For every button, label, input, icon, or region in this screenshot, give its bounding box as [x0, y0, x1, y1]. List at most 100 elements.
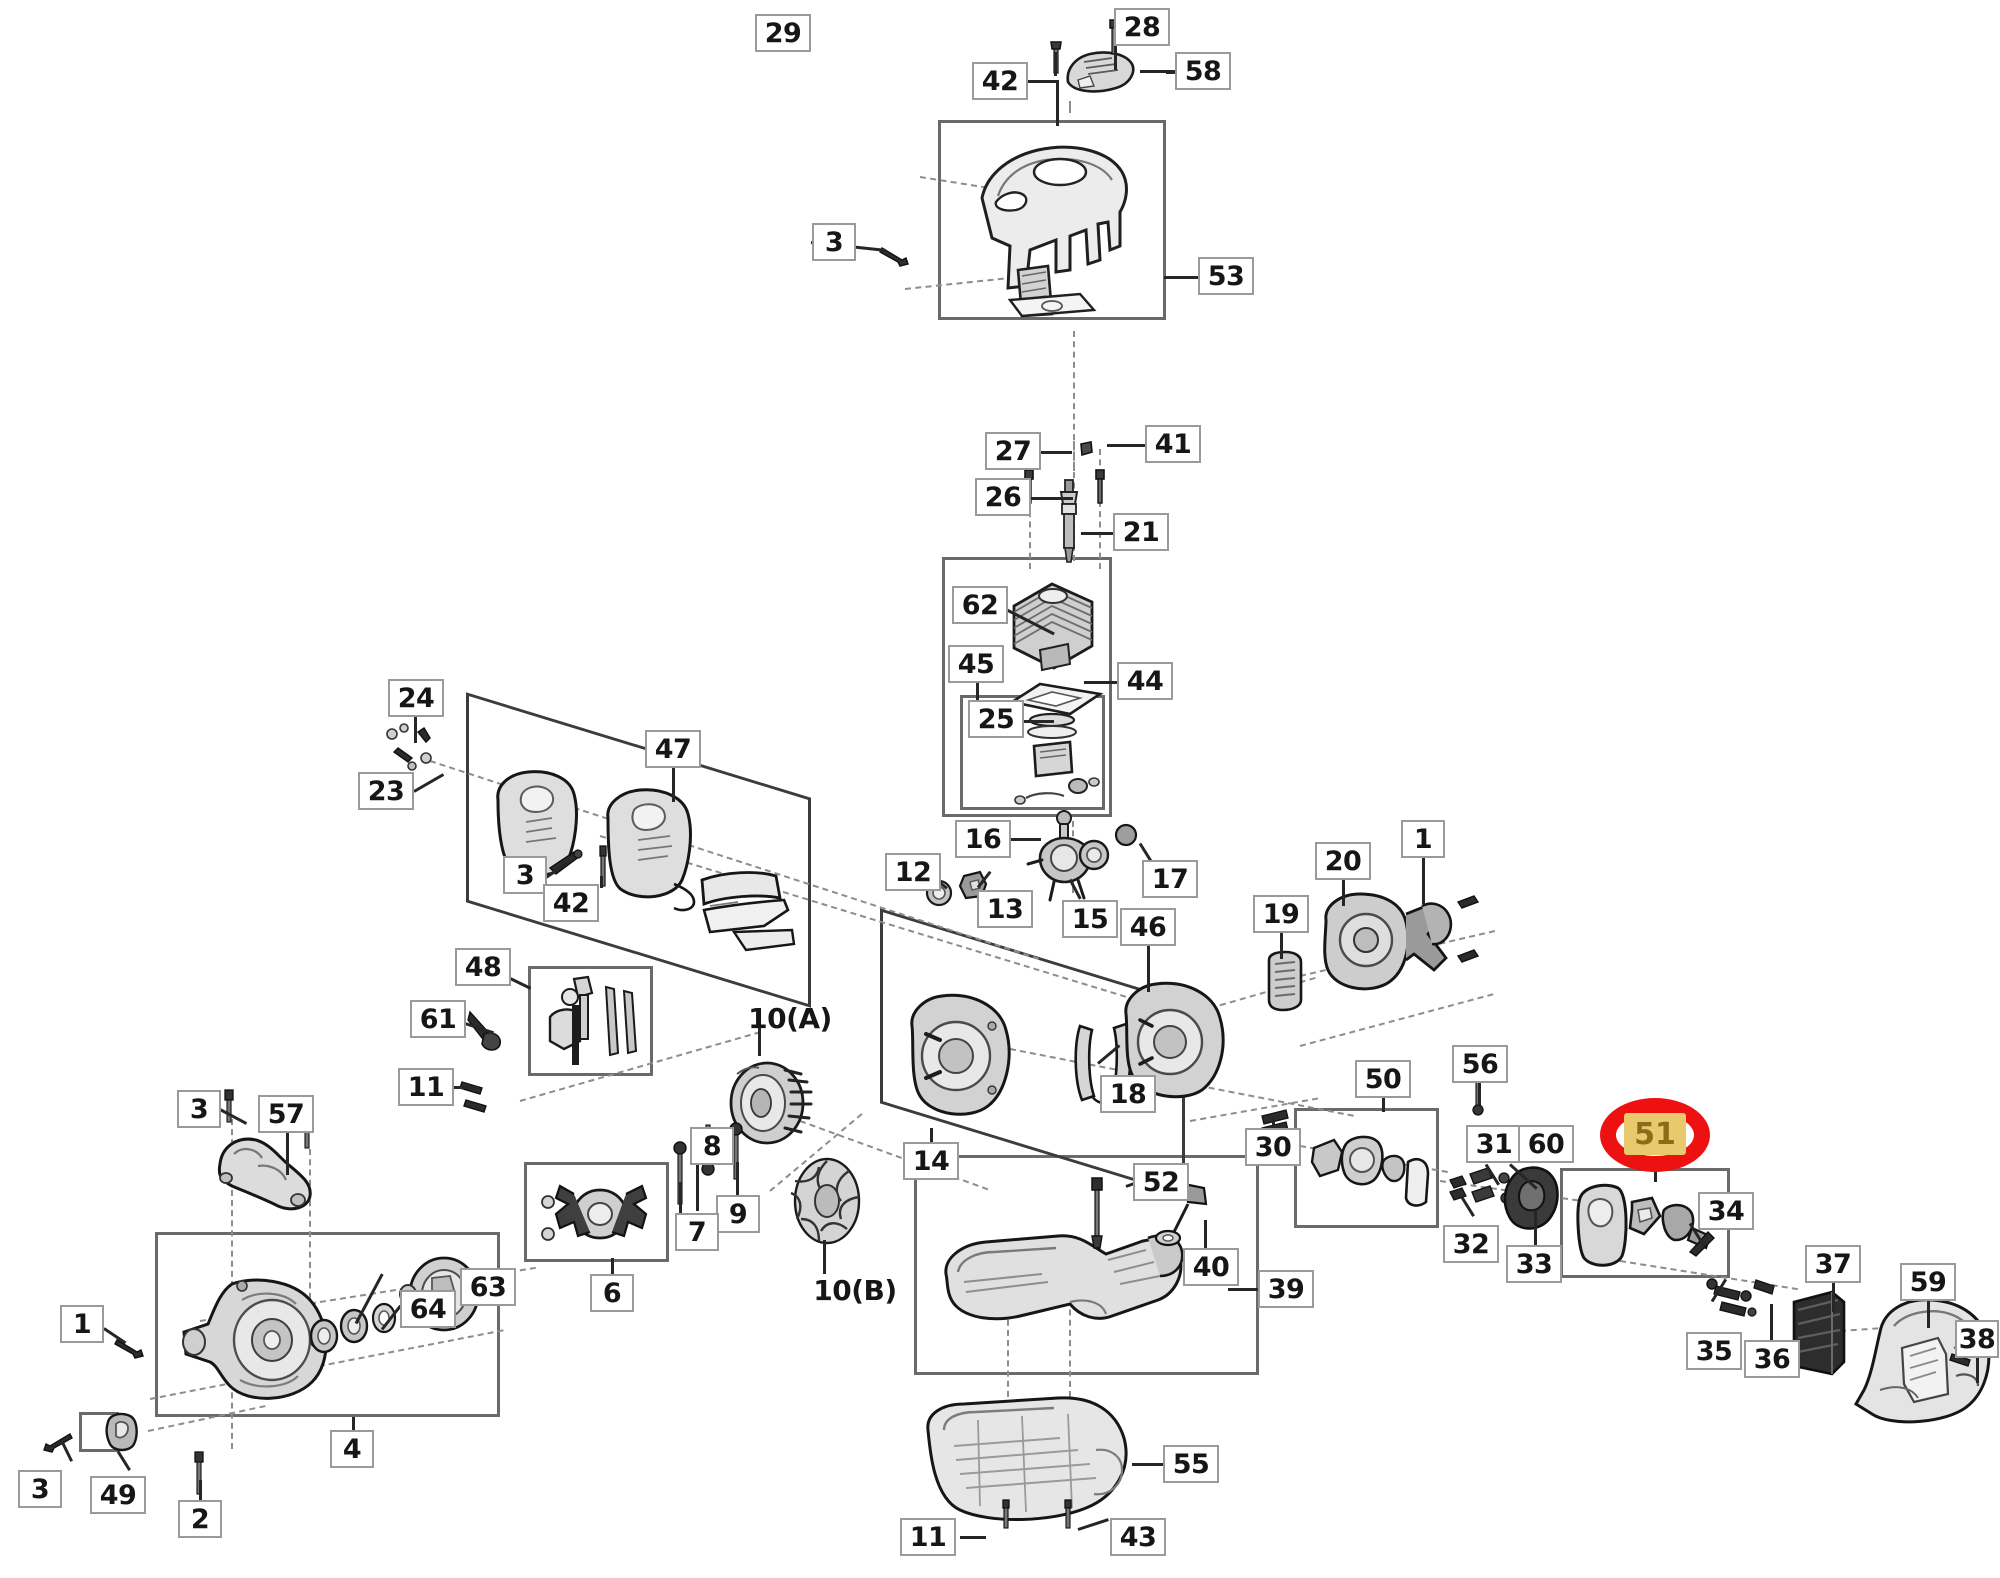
leader-line [736, 1162, 739, 1196]
leader-line [1107, 444, 1147, 447]
callout-2[interactable]: 2 [178, 1500, 222, 1538]
callout-4[interactable]: 4 [330, 1430, 374, 1468]
callout-34[interactable]: 34 [1698, 1192, 1754, 1230]
callout-31[interactable]: 31 [1466, 1125, 1522, 1163]
callout-64[interactable]: 64 [400, 1290, 456, 1328]
callout-3[interactable]: 3 [177, 1090, 221, 1128]
callout-62[interactable]: 62 [952, 586, 1008, 624]
callout-20[interactable]: 20 [1315, 842, 1371, 880]
callout-43[interactable]: 43 [1110, 1518, 1166, 1556]
callout-8[interactable]: 8 [690, 1127, 734, 1165]
callout-24[interactable]: 24 [388, 679, 444, 717]
part-25-piston-assembly [1000, 712, 1110, 808]
callout-15[interactable]: 15 [1062, 900, 1118, 938]
callout-19[interactable]: 19 [1253, 895, 1309, 933]
callout-58[interactable]: 58 [1175, 52, 1231, 90]
callout-47[interactable]: 47 [645, 730, 701, 768]
callout-7[interactable]: 7 [675, 1213, 719, 1251]
leader-line [1832, 1282, 1835, 1312]
callout-9[interactable]: 9 [716, 1195, 760, 1233]
part-10a-flywheel [723, 1060, 813, 1146]
leader-line [1140, 70, 1176, 73]
leader-line [1166, 71, 1178, 74]
part-35-36-screws [1700, 1270, 1790, 1330]
callout-10b[interactable]: 10(B) [813, 1274, 897, 1307]
callout-63[interactable]: 63 [460, 1268, 516, 1306]
callout-57[interactable]: 57 [258, 1095, 314, 1133]
callout-49[interactable]: 49 [90, 1476, 146, 1514]
leader-line [1927, 1300, 1930, 1328]
callout-21[interactable]: 21 [1113, 513, 1169, 551]
callout-55[interactable]: 55 [1163, 1445, 1219, 1483]
callout-26[interactable]: 26 [975, 478, 1031, 516]
leader-line [1147, 946, 1150, 992]
callout-13[interactable]: 13 [977, 890, 1033, 928]
part-50-carburetor-assembly [1308, 1130, 1433, 1216]
part-52-bolt [1088, 1177, 1106, 1250]
callout-36[interactable]: 36 [1744, 1340, 1800, 1378]
part-1-screw-bottom-left [114, 1336, 149, 1362]
callout-28[interactable]: 28 [1114, 8, 1170, 46]
callout-60[interactable]: 60 [1518, 1125, 1574, 1163]
callout-10a[interactable]: 10(A) [748, 1002, 832, 1035]
callout-42[interactable]: 42 [543, 884, 599, 922]
part-6-clutch-assembly [534, 1172, 662, 1256]
callout-33[interactable]: 33 [1506, 1245, 1562, 1283]
callout-14[interactable]: 14 [903, 1142, 959, 1180]
part-1-screw-right-a [1456, 894, 1484, 912]
leader-line [960, 1536, 986, 1539]
callout-61[interactable]: 61 [410, 1000, 466, 1038]
callout-32[interactable]: 32 [1443, 1225, 1499, 1263]
callout-18[interactable]: 18 [1100, 1075, 1156, 1113]
callout-46[interactable]: 46 [1120, 908, 1176, 946]
callout-52[interactable]: 52 [1133, 1163, 1189, 1201]
part-46-crankcase-right [1112, 980, 1230, 1099]
leader-line [672, 768, 675, 802]
callout-12[interactable]: 12 [885, 853, 941, 891]
callout-35[interactable]: 35 [1686, 1332, 1742, 1370]
part-53-engine-cover [960, 138, 1150, 318]
leader-line [1422, 858, 1425, 904]
part-41-nut [1078, 440, 1094, 458]
callout-44[interactable]: 44 [1117, 662, 1173, 700]
callout-40[interactable]: 40 [1183, 1248, 1239, 1286]
callout-11[interactable]: 11 [900, 1518, 956, 1556]
callout-45[interactable]: 45 [948, 645, 1004, 683]
callout-23[interactable]: 23 [358, 772, 414, 810]
part-33-intake-elbow [1498, 1160, 1568, 1240]
callout-11[interactable]: 11 [398, 1068, 454, 1106]
leader-line [453, 1086, 479, 1089]
callout-50[interactable]: 50 [1355, 1060, 1411, 1098]
callout-3[interactable]: 3 [812, 223, 856, 261]
callout-48[interactable]: 48 [455, 948, 511, 986]
part-19-ignition-coil [1261, 950, 1307, 1012]
callout-53[interactable]: 53 [1198, 257, 1254, 295]
highlighted-part-number-51[interactable]: 51 [1624, 1113, 1686, 1155]
group-box-gb53 [938, 120, 1166, 320]
part-21-bolt [1093, 469, 1107, 504]
part-14-crankcase-left [896, 990, 1016, 1120]
part-10b-fan [785, 1155, 869, 1249]
callout-29[interactable]: 29 [755, 14, 811, 52]
callout-16[interactable]: 16 [955, 820, 1011, 858]
callout-3[interactable]: 3 [503, 856, 547, 894]
callout-37[interactable]: 37 [1805, 1245, 1861, 1283]
callout-42[interactable]: 42 [972, 62, 1028, 100]
callout-27[interactable]: 27 [985, 432, 1041, 470]
part-4-gearbox [180, 1270, 360, 1410]
callout-17[interactable]: 17 [1142, 860, 1198, 898]
callout-1[interactable]: 1 [1401, 820, 1445, 858]
callout-25[interactable]: 25 [968, 700, 1024, 738]
part-62-gasket [1008, 680, 1104, 720]
callout-41[interactable]: 41 [1145, 425, 1201, 463]
callout-56[interactable]: 56 [1452, 1045, 1508, 1083]
callout-6[interactable]: 6 [590, 1274, 634, 1312]
leader-line [1534, 1210, 1537, 1246]
callout-30[interactable]: 30 [1245, 1128, 1301, 1166]
callout-1[interactable]: 1 [60, 1305, 104, 1343]
callout-3[interactable]: 3 [18, 1470, 62, 1508]
leader-line [286, 1133, 289, 1175]
callout-59[interactable]: 59 [1900, 1263, 1956, 1301]
callout-39[interactable]: 39 [1258, 1270, 1314, 1308]
callout-38[interactable]: 38 [1955, 1320, 1999, 1358]
